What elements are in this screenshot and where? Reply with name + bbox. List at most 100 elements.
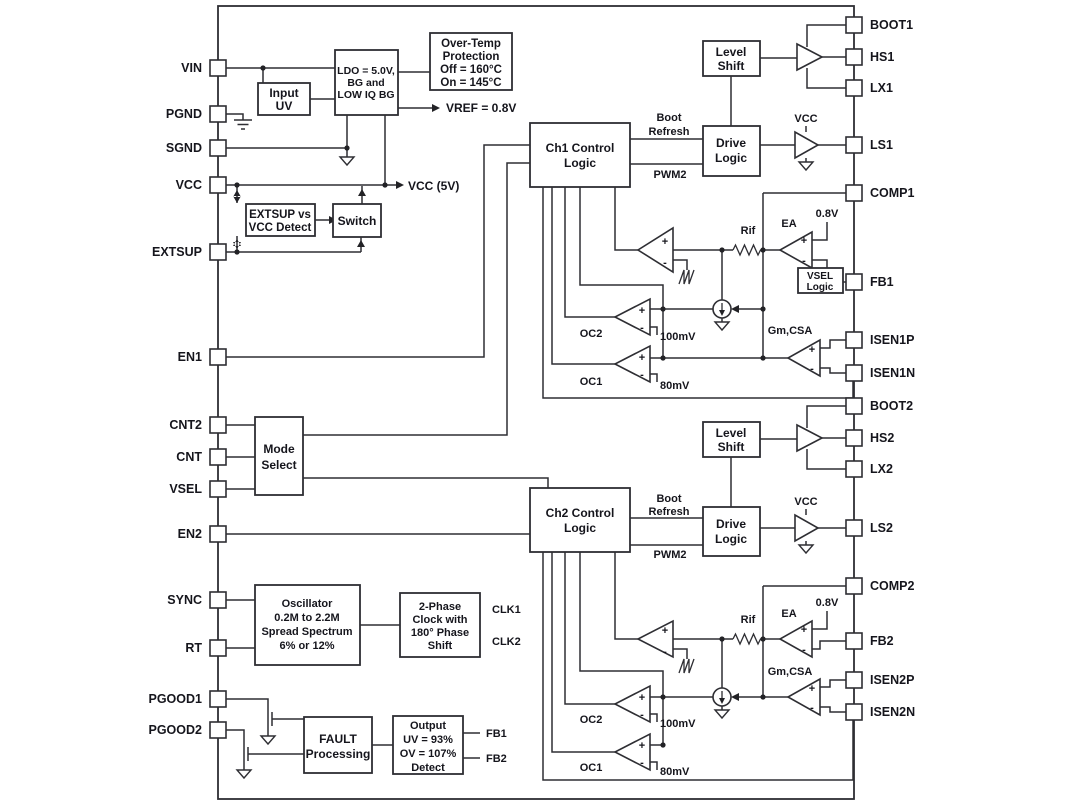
pin-vsel: VSEL [169,480,227,498]
pwm-comparator-ch2 [636,619,674,659]
vcc-label-ls2: VCC [794,496,817,508]
oc1-label-ch2: OC1 [580,762,603,774]
80mv-label-ch1: 80mV [660,380,690,392]
svg-text:Spread Spectrum: Spread Spectrum [261,626,352,638]
svg-text:Output: Output [410,720,446,732]
svg-text:+: + [801,624,807,636]
svg-text:+: + [639,692,645,704]
svg-text:Input: Input [269,86,298,100]
svg-text:ISEN2P: ISEN2P [870,673,914,687]
pin-fb1: FB1 [845,273,894,291]
block-fault-processing: FAULT Processing [303,716,373,774]
svg-text:Level: Level [716,45,747,59]
pin-cnt: CNT [176,448,227,466]
svg-text:EN1: EN1 [178,350,202,364]
ground-icon-ls-ch1 [797,161,815,172]
rif-label-ch2: Rif [741,614,756,626]
pin-comp2: COMP2 [845,577,915,595]
80mv-label-ch2: 80mV [660,766,690,778]
pin-boot1: BOOT1 [845,16,913,34]
svg-text:-: - [640,757,644,769]
svg-text:6% or 12%: 6% or 12% [279,640,334,652]
svg-text:On = 145°C: On = 145°C [440,77,501,89]
svg-text:Protection: Protection [443,51,500,63]
pin-ls2: LS2 [845,519,893,537]
svg-text:+: + [662,236,668,248]
pin-cnt2: CNT2 [169,416,227,434]
svg-text:PGOOD2: PGOOD2 [149,723,203,737]
svg-text:+: + [801,235,807,247]
svg-text:EXTSUP vs: EXTSUP vs [249,209,311,221]
block-switch: Switch [332,203,382,238]
pin-isen1n: ISEN1N [845,364,915,382]
svg-text:Shift: Shift [718,440,745,454]
svg-text:VCC: VCC [176,178,202,192]
pin-hs1: HS1 [845,48,894,66]
ls-driver-buffer-ch2 [794,513,820,543]
svg-text:-: - [640,709,644,721]
svg-text:HS2: HS2 [870,431,894,445]
hs-driver-buffer-ch2 [796,423,824,453]
pin-isen2n: ISEN2N [845,703,915,721]
pin-boot2: BOOT2 [845,397,913,415]
svg-text:+: + [662,625,668,637]
pin-fb2: FB2 [845,632,894,650]
svg-text:BG and: BG and [347,77,384,89]
clk2-label: CLK2 [492,636,521,648]
oc1-label-ch1: OC1 [580,376,603,388]
svg-text:Clock with: Clock with [412,614,467,626]
oc2-comparator-ch1 [613,297,651,337]
oc2-label-ch1: OC2 [580,328,603,340]
block-drive-logic-ch1: Drive Logic [702,125,761,177]
gm-csa-label-ch2: Gm,CSA [768,666,813,678]
wires-channel2 [542,405,854,781]
wires-control-inputs [226,144,549,759]
svg-text:Over-Temp: Over-Temp [441,38,501,50]
svg-text:Switch: Switch [338,214,377,228]
100mv-label-ch2: 100mV [660,718,696,730]
svg-text:Ch2 Control: Ch2 Control [546,506,615,520]
svg-text:VIN: VIN [181,61,202,75]
svg-text:ISEN1N: ISEN1N [870,366,915,380]
sawtooth-icon-ch2 [678,658,695,674]
vref-label: VREF = 0.8V [446,101,516,115]
ground-icon-cs-ch2 [713,709,731,720]
svg-text:ISEN2N: ISEN2N [870,705,915,719]
pin-vcc: VCC [176,176,227,194]
svg-text:+: + [639,305,645,317]
pwm2-label-ch1: PWM2 [654,169,687,181]
svg-text:Off = 160°C: Off = 160°C [440,64,502,76]
pin-pgood2: PGOOD2 [149,721,227,739]
error-amp-ch2 [778,619,813,659]
svg-text:Logic: Logic [715,151,747,165]
oc1-comparator-ch2 [613,732,651,772]
svg-text:BOOT2: BOOT2 [870,399,913,413]
pin-isen2p: ISEN2P [845,671,914,689]
svg-text:-: - [810,702,814,714]
boot-refresh-label2-ch2: Refresh [649,506,690,518]
pin-ls1: LS1 [845,136,893,154]
svg-text:-: - [810,363,814,375]
svg-text:+: + [809,683,815,695]
block-ldo: LDO = 5.0V, BG and LOW IQ BG [334,49,399,116]
wires-pgood-transistors [226,698,304,770]
block-ch2-control-logic: Ch2 Control Logic [529,487,631,553]
svg-text:Logic: Logic [564,156,596,170]
current-source-ch1 [712,299,732,319]
svg-text:OV = 107%: OV = 107% [400,748,457,760]
svg-text:180° Phase: 180° Phase [411,627,469,639]
svg-text:Logic: Logic [715,532,747,546]
pin-extsup: EXTSUP [152,243,227,261]
svg-text:PGOOD1: PGOOD1 [149,692,203,706]
block-drive-logic-ch2: Drive Logic [702,506,761,557]
gm-csa-amp-ch2 [786,677,821,717]
svg-text:UV: UV [276,99,293,113]
svg-text:EXTSUP: EXTSUP [152,245,202,259]
rif-resistor-ch1 [732,243,763,257]
block-oscillator: Oscillator 0.2M to 2.2M Spread Spectrum … [254,584,361,666]
vcc-label-ls1: VCC [794,113,817,125]
block-ch1-control-logic: Ch1 Control Logic [529,122,631,188]
hs-driver-buffer-ch1 [796,42,824,72]
ea-label-ch1: EA [781,218,796,230]
